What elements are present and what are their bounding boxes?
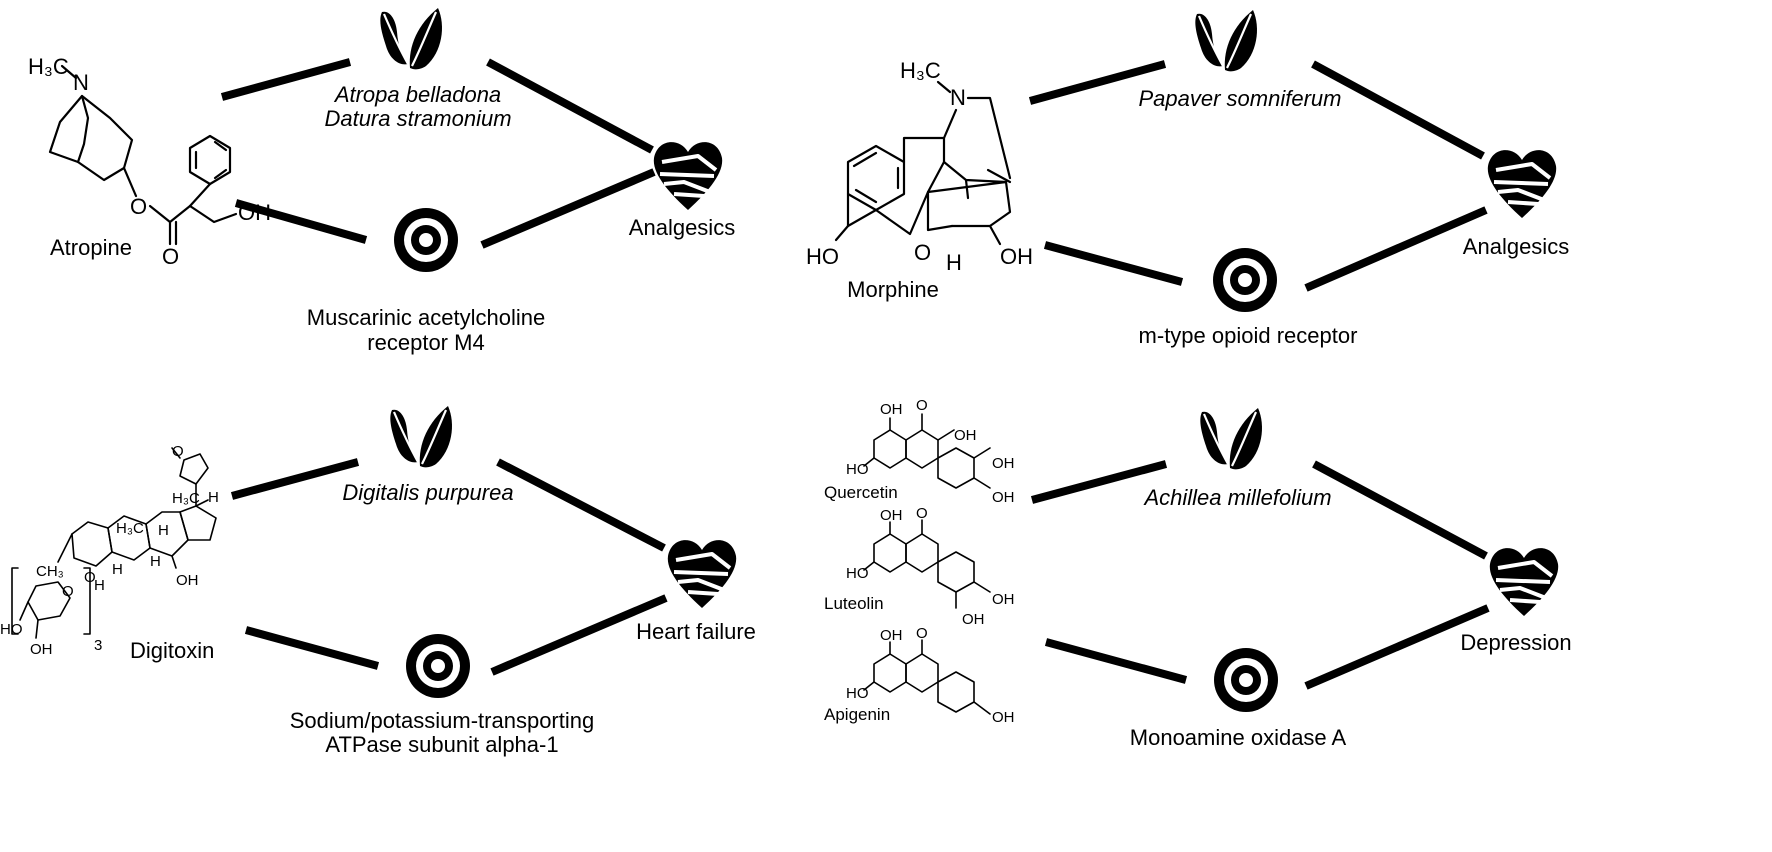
atropine-compound-target-connector [234, 199, 368, 244]
achillea-plant-line-1: Achillea millefolium [1142, 485, 1331, 510]
atropine-target-line-2: receptor M4 [367, 330, 484, 355]
digitoxin-h-label-1: H [208, 489, 219, 506]
morphine-plant-line-1: Papaver somniferum [1139, 86, 1342, 111]
apigenin-ho-label: HO [846, 685, 869, 702]
digitoxin-ring-o-label: O [62, 583, 74, 600]
morphine-compound-label: Morphine [847, 277, 939, 302]
quercetin-oh-label-3: OH [992, 455, 1015, 472]
panel-atropine: H₃C N O O OH Atropine Atropa belladona D… [28, 6, 735, 355]
atropine-target-line-1: Muscarinic acetylcholine [307, 305, 545, 330]
apigenin-structure: OH O HO OH [846, 625, 1015, 726]
luteolin-oh-label-3: OH [962, 611, 985, 628]
morphine-methyl-label: H₃C [900, 58, 941, 83]
leaf-pair-icon [389, 404, 454, 469]
achillea-disease-label: Depression [1460, 630, 1571, 655]
morphine-structure: H₃C N O H HO OH [806, 58, 1033, 275]
luteolin-oh-label-1: OH [880, 507, 903, 524]
apigenin-oh-label-1: OH [880, 627, 903, 644]
atropine-target-disease-connector [480, 168, 656, 249]
broken-heart-icon [1485, 148, 1559, 220]
digitoxin-ch3-label: CH₃ [36, 563, 64, 580]
morphine-h-label: H [946, 250, 962, 275]
morphine-disease-label: Analgesics [1463, 234, 1569, 259]
digitoxin-h-label-5: H [94, 577, 105, 594]
leaf-pair-icon [1199, 406, 1264, 471]
broken-heart-icon [651, 140, 725, 212]
digitoxin-target-disease-connector [490, 594, 668, 676]
digitoxin-target-line-2: ATPase subunit alpha-1 [325, 732, 558, 757]
atropine-carbonyl-o-label: O [162, 244, 179, 269]
digitoxin-plant-disease-connector [496, 458, 666, 552]
digitoxin-plant-line-1: Digitalis purpurea [342, 480, 513, 505]
panel-digitoxin: O H H₃C OH H₃C H H H H O CH₃ O [0, 404, 756, 757]
digitoxin-oh-label-2: OH [30, 641, 53, 658]
digitoxin-compound-plant-connector [230, 458, 360, 500]
atropine-plant-line-2: Datura stramonium [324, 106, 511, 131]
luteolin-ho-label: HO [846, 565, 869, 582]
achillea-compound-plant-connector [1030, 460, 1168, 504]
morphine-compound-target-connector [1043, 241, 1184, 286]
luteolin-oh-label-2: OH [992, 591, 1015, 608]
quercetin-compound-label: Quercetin [824, 483, 898, 502]
digitoxin-lactone-o-label: O [172, 443, 184, 460]
digitoxin-disease-label: Heart failure [636, 619, 756, 644]
digitoxin-ho-label: HO [0, 621, 23, 638]
morphine-oh-label: OH [1000, 244, 1033, 269]
luteolin-o-label: O [916, 505, 928, 522]
leaf-pair-icon [1194, 8, 1259, 73]
apigenin-compound-label: Apigenin [824, 705, 890, 724]
morphine-target-disease-connector [1304, 206, 1488, 292]
atropine-compound-plant-connector [220, 58, 352, 101]
atropine-n-label: N [73, 70, 89, 95]
quercetin-oh-label-1: OH [880, 401, 903, 418]
morphine-target-line-1: m-type opioid receptor [1139, 323, 1358, 348]
morphine-ho-label: HO [806, 244, 839, 269]
achillea-compound-target-connector [1044, 638, 1188, 684]
quercetin-o-label: O [916, 397, 928, 414]
digitoxin-compound-label: Digitoxin [130, 638, 214, 663]
atropine-disease-label: Analgesics [629, 215, 735, 240]
morphine-n-label: N [950, 85, 966, 110]
apigenin-o-label: O [916, 625, 928, 642]
digitoxin-h-label-3: H [150, 553, 161, 570]
quercetin-ho-label: HO [846, 461, 869, 478]
target-icon [406, 634, 470, 698]
morphine-compound-plant-connector [1028, 60, 1167, 105]
apigenin-oh-label-2: OH [992, 709, 1015, 726]
digitoxin-h3c-a-label: H₃C [172, 490, 200, 507]
digitoxin-target-line-1: Sodium/potassium-transporting [290, 708, 594, 733]
atropine-ester-o-label: O [130, 194, 147, 219]
atropine-plant-disease-connector [486, 58, 654, 154]
atropine-plant-line-1: Atropa belladona [333, 82, 501, 107]
target-icon [394, 208, 458, 272]
achillea-plant-disease-connector [1312, 460, 1488, 560]
quercetin-oh-label-4: OH [992, 489, 1015, 506]
digitoxin-h3c-b-label: H₃C [116, 520, 144, 537]
achillea-target-line-1: Monoamine oxidase A [1130, 725, 1347, 750]
digitoxin-structure: O H H₃C OH H₃C H H H H O CH₃ O [0, 443, 219, 658]
digitoxin-h-label-4: H [112, 561, 123, 578]
morphine-ether-o-label: O [914, 240, 931, 265]
atropine-compound-label: Atropine [50, 235, 132, 260]
panel-morphine: H₃C N O H HO OH Morphine Papaver [806, 8, 1569, 348]
luteolin-compound-label: Luteolin [824, 594, 884, 613]
digitoxin-oh-label: OH [176, 572, 199, 589]
digitoxin-h-label-2: H [158, 522, 169, 539]
leaf-pair-icon [379, 6, 444, 71]
luteolin-structure: OH O HO OH OH [846, 505, 1015, 628]
digitoxin-compound-target-connector [244, 626, 380, 670]
quercetin-oh-label-2: OH [954, 427, 977, 444]
quercetin-structure: OH O OH HO OH OH [846, 397, 1015, 506]
digitoxin-subscript-label: 3 [94, 637, 102, 654]
target-icon [1213, 248, 1277, 312]
broken-heart-icon [1487, 546, 1561, 618]
morphine-plant-disease-connector [1311, 60, 1485, 160]
panel-achillea: OH O OH HO OH OH Quercetin OH O HO OH OH… [824, 397, 1572, 750]
broken-heart-icon [665, 538, 739, 610]
target-icon [1214, 648, 1278, 712]
achillea-target-disease-connector [1304, 604, 1490, 690]
